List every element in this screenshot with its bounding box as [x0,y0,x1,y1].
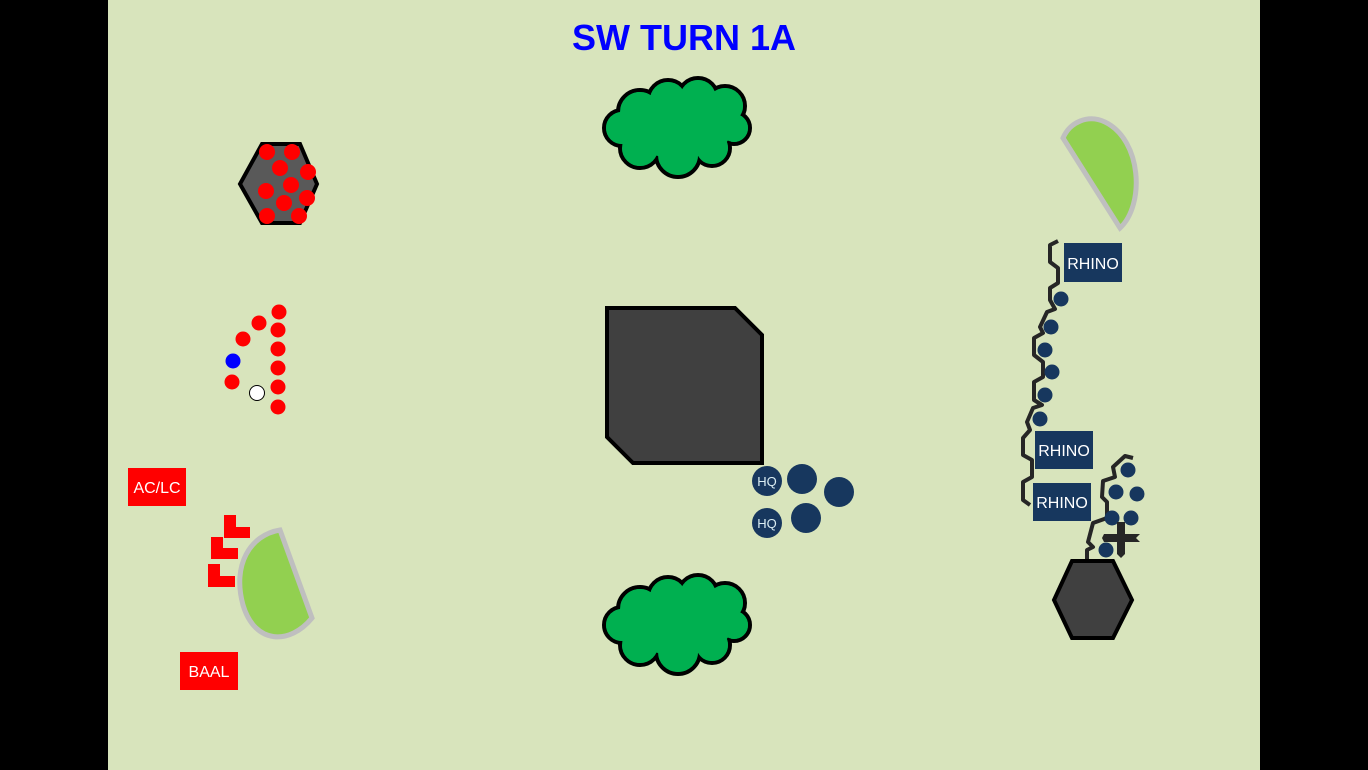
blue-squad-wall [1032,291,1069,427]
red-vehicle-markers [208,515,250,587]
rhino-transport-3: RHINO [1033,483,1091,521]
red-squad-left [224,304,287,415]
hex-ruin-bottom-right [1051,559,1135,640]
svg-text:RHINO: RHINO [1067,256,1119,273]
rhino-transport-1: RHINO [1064,243,1122,282]
svg-text:AC/LC: AC/LC [133,480,180,497]
blue-squad-hex [1098,462,1145,558]
hq-label-2: HQ [757,516,777,531]
woods-bottom [602,573,752,676]
central-building [605,306,764,465]
blue-model-marker [225,353,241,369]
barricade-line-short [1085,454,1134,577]
label-ac-lc: AC/LC [128,468,186,506]
hill-right [1060,116,1139,232]
blue-hq-group [752,464,854,538]
svg-text:RHINO: RHINO [1036,495,1088,512]
svg-text:RHINO: RHINO [1038,443,1090,460]
hq-label-1: HQ [757,474,777,489]
label-baal: BAAL [180,652,238,690]
cross-marker-icon [1102,522,1140,558]
slide-title: SW TURN 1A [572,17,796,58]
white-model-marker [249,385,265,401]
woods-top [602,76,752,179]
barricade-line-long [1021,239,1060,507]
hill-left [237,527,315,640]
red-squad-in-ruin [258,144,316,224]
rhino-transport-2: RHINO [1035,431,1093,469]
svg-text:BAAL: BAAL [189,664,230,681]
